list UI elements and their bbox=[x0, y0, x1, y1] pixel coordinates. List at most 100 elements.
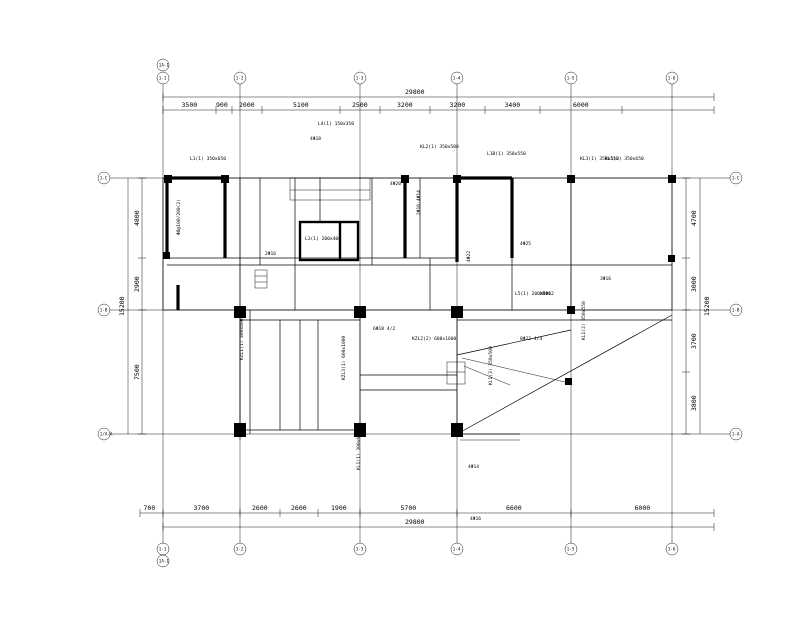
axis-bubble-right: 1-C bbox=[729, 171, 743, 185]
axis-bubble-top: 1-4 bbox=[450, 71, 464, 85]
beam-annotation: L4(1) 150x350 bbox=[318, 121, 354, 127]
beam-annotation: 4Φ14 bbox=[468, 464, 479, 470]
bottom-total-dimension: 29800 bbox=[405, 518, 425, 526]
beam-annotation: 4Φ20 bbox=[390, 181, 401, 187]
axis-bubble-left: 1/A-A bbox=[97, 427, 113, 441]
axis-label: 1-3 bbox=[356, 547, 364, 552]
axis-label: 1-1 bbox=[159, 76, 167, 81]
axis-bubble-left: 1-C bbox=[97, 171, 111, 185]
axis-label: 1-C bbox=[100, 176, 108, 181]
beam-annotation: 8Φ22 4/4 bbox=[520, 336, 542, 342]
column bbox=[354, 306, 366, 318]
top-total-dimension: 29800 bbox=[405, 88, 425, 96]
axis-bubble-top: 1-3 bbox=[353, 71, 367, 85]
axis-bubble-left: 1-B bbox=[97, 303, 111, 317]
beam-annotation: 2Φ16;4Φ14 bbox=[416, 190, 422, 215]
beam-annotations: L1(1) 350x650 KL3(1) 350x550 L4(1) 150x350… bbox=[176, 121, 644, 522]
beam-annotation: N4Φ12 bbox=[540, 291, 554, 297]
axis-bubble-top: 1-5 bbox=[564, 71, 578, 85]
axis-label: 1-3 bbox=[356, 76, 364, 81]
column bbox=[163, 252, 170, 259]
beam-annotation: 4Φ22 bbox=[466, 251, 472, 262]
column bbox=[567, 306, 575, 314]
axis-label: 1-5 bbox=[567, 76, 575, 81]
beam-annotation: 4Φ18 bbox=[310, 136, 321, 142]
axis-label: 1-4 bbox=[453, 547, 461, 552]
beam-annotation: 4Φ25 bbox=[520, 241, 531, 247]
top-span-dimension: 2000 bbox=[239, 101, 255, 109]
beam-annotation: L1(1) 350x650 bbox=[190, 156, 226, 162]
beam-annotation: KZL1(1) 400x800 bbox=[239, 318, 245, 360]
axis-bubble-right: 1-B bbox=[729, 303, 743, 317]
top-span-dimension: 900 bbox=[216, 101, 228, 109]
axis-label: 1-B bbox=[100, 308, 108, 313]
right-span-dimension: 3700 bbox=[690, 333, 698, 349]
axis-bubble-bottom: 1-2 bbox=[233, 542, 247, 556]
grid-lines bbox=[110, 84, 730, 543]
column bbox=[234, 423, 246, 437]
beam-annotation: KZL2(2) 600x1600 bbox=[412, 336, 456, 342]
top-span-dimension: 3400 bbox=[505, 101, 521, 109]
column bbox=[401, 175, 409, 183]
axis-label: 1-B bbox=[732, 308, 740, 313]
beam-annotation: Φ8@100/200(2) bbox=[176, 199, 182, 235]
right-span-dimension: 3000 bbox=[690, 276, 698, 292]
top-span-dimension: 3200 bbox=[450, 101, 466, 109]
left-total-dimension: 15200 bbox=[118, 296, 126, 316]
top-span-dimension: 3200 bbox=[397, 101, 413, 109]
column bbox=[234, 306, 246, 318]
bottom-span-dimension: 2600 bbox=[291, 504, 307, 512]
beam-annotation: KL1(3) 350x500 bbox=[488, 346, 494, 385]
top-span-dimension: 5100 bbox=[293, 101, 309, 109]
right-span-dimension: 3800 bbox=[690, 395, 698, 411]
left-span-dimension: 7500 bbox=[133, 364, 141, 380]
beam-annotation: KZL3(1) 600x1000 bbox=[341, 336, 347, 380]
beam-annotation: KL1(2) 350x650 bbox=[605, 156, 644, 162]
top-span-dimension: 3500 bbox=[182, 101, 198, 109]
columns bbox=[163, 175, 676, 437]
axis-label: 1A-1 bbox=[159, 559, 170, 564]
axis-label: 1-6 bbox=[668, 76, 676, 81]
top-dimension-total: 29800 bbox=[162, 88, 715, 101]
column bbox=[164, 175, 172, 183]
bottom-dimension-total: 29800 bbox=[162, 518, 715, 531]
column bbox=[567, 175, 575, 183]
axis-bubble-right: 1-A bbox=[729, 427, 743, 441]
axis-bubble-bottom: 1-3 bbox=[353, 542, 367, 556]
column bbox=[221, 175, 229, 183]
column bbox=[354, 423, 366, 437]
bottom-span-dimension: 6000 bbox=[635, 504, 651, 512]
top-span-dimension: 6000 bbox=[573, 101, 589, 109]
beam-annotation: KL1(1) 300x600 bbox=[356, 431, 362, 470]
axis-label: 1-A bbox=[732, 432, 740, 437]
axis-bubble-top-extra: 1A-1 bbox=[156, 58, 170, 72]
column bbox=[668, 255, 675, 262]
beam-annotation: KL3(1) 350x550 bbox=[580, 156, 619, 162]
bottom-span-dimension: 700 bbox=[144, 504, 156, 512]
axis-label: 1/A-A bbox=[100, 432, 113, 437]
axis-label: 1-2 bbox=[236, 76, 244, 81]
beam-annotation: 3Φ16 bbox=[600, 276, 611, 282]
beam-annotation: KL1(2) 350x550 bbox=[581, 301, 587, 340]
beam-annotation: L5(1) 200x500 bbox=[515, 291, 551, 297]
right-total-dimension: 15200 bbox=[703, 296, 711, 316]
axis-bubble-bottom: 1-1 bbox=[156, 542, 170, 556]
left-span-dimension: 2900 bbox=[133, 276, 141, 292]
bottom-span-dimension: 5700 bbox=[401, 504, 417, 512]
bottom-span-dimension: 6600 bbox=[506, 504, 522, 512]
axis-bubble-bottom-extra: 1A-1 bbox=[156, 554, 170, 568]
bottom-span-dimension: 1900 bbox=[331, 504, 347, 512]
beam-annotation: 6Φ18 4/2 bbox=[373, 326, 395, 332]
axis-label: 1A-1 bbox=[159, 63, 170, 68]
column bbox=[453, 175, 461, 183]
structure bbox=[162, 176, 673, 441]
axis-bubble-bottom: 1-6 bbox=[665, 542, 679, 556]
axis-label: 1-5 bbox=[567, 547, 575, 552]
axis-label: 1-4 bbox=[453, 76, 461, 81]
right-dimensions: 15200 4700 3000 3700 3800 bbox=[682, 177, 711, 435]
right-span-dimension: 4700 bbox=[690, 210, 698, 226]
column bbox=[565, 378, 572, 385]
